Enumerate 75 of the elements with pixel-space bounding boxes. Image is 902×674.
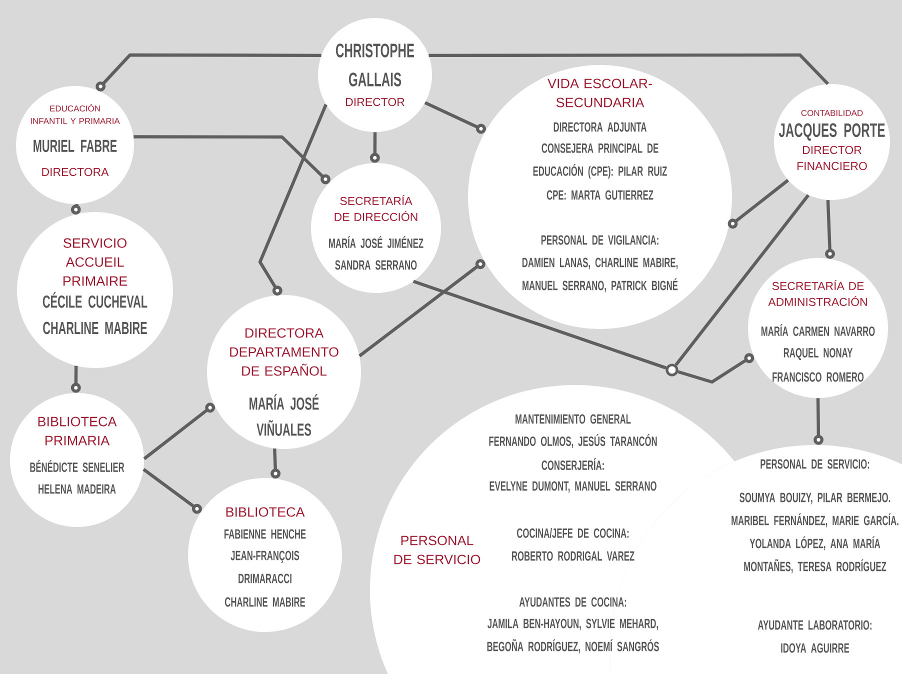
org-circle <box>318 18 432 132</box>
name-text: HELENA MADEIRA <box>38 484 116 494</box>
connector-line <box>134 135 331 184</box>
name-text: CHRISTOPHE GALLAIS <box>336 44 414 86</box>
org-circle <box>311 163 441 293</box>
name-text: CÉCILE CUCHEVAL <box>42 292 148 308</box>
org-circle <box>207 295 361 449</box>
org-circle <box>17 212 173 368</box>
heading-text: BIBLIOTECA <box>226 507 305 517</box>
name-text: MANTENIMIENTO GENERAL <box>516 414 631 424</box>
connector-line <box>142 468 202 514</box>
connector-line <box>143 402 216 460</box>
connector-line <box>825 200 835 259</box>
name-text: MURIEL FABRE <box>34 140 117 152</box>
name-text: JAMILA BEN-HAYOUN, SYLVIE MEHARD, BEGOÑA RODRÍGUEZ, NOEMÍ SANGRÓS <box>487 618 659 654</box>
connector-line <box>674 194 810 366</box>
heading-text: DIRECTORA DEPARTAMENTO DE ESPAÑOL <box>230 328 338 376</box>
name-text: BÉNÉDICTE SENELIER <box>30 460 124 472</box>
name-text: CONSERJERÍA: <box>542 458 604 470</box>
name-text: FRANCISCO ROMERO <box>772 372 864 382</box>
connector-line <box>358 259 486 358</box>
name-text: MARÍA JOSÉ VIÑUALES <box>250 394 319 436</box>
heading-text: CONTABILIDAD <box>801 110 863 116</box>
name-text: PERSONAL DE SERVICIO: <box>760 459 870 469</box>
name-text: IDOYA AGUIRRE <box>781 643 850 653</box>
name-text: DAMIEN LANAS, CHARLINE MABIRE, MANUEL SERRANO, PATRICK BIGNÉ <box>522 258 678 292</box>
name-text: AYUDANTE LABORATORIO: <box>758 620 872 630</box>
name-text: PERSONAL DE VIGILANCIA: <box>541 235 658 245</box>
heading-text: SERVICIO ACCUEIL PRIMAIRE <box>63 238 128 286</box>
connector-line <box>70 204 81 215</box>
name-text: EVELYNE DUMONT, MANUEL SERRANO <box>490 481 656 493</box>
name-text: MARÍA JOSÉ JIMÉNEZ <box>329 236 424 248</box>
heading-text: SECRETARÍA DE ADMINISTRACIÓN <box>768 280 867 306</box>
name-text: JACQUES PORTE <box>778 123 885 141</box>
name-text: FABIENNE HENCHE <box>224 529 306 539</box>
name-text: CPE: MARTA GUTIERREZ <box>546 190 654 200</box>
name-text: CHARLINE MABIRE <box>43 322 147 334</box>
connector-line <box>814 398 824 445</box>
heading-text: EDUCACIÓN INFANTIL Y PRIMARIA <box>30 104 120 124</box>
name-text: JEAN-FRANÇOIS DRIMARACCI <box>230 550 300 584</box>
name-text: FERNANDO OLMOS, JESÚS TARANCÓN <box>489 434 657 448</box>
org-circle <box>468 65 732 329</box>
heading-text: SECRETARÍA DE DIRECCIÓN <box>334 194 418 222</box>
heading-text: VIDA ESCOLAR-SECUNDARIA <box>548 78 652 108</box>
connector-line <box>70 366 81 393</box>
connector-line <box>428 53 830 86</box>
connector-line <box>678 353 754 384</box>
name-text: AYUDANTES DE COCINA: <box>519 597 626 607</box>
connector-line <box>258 104 328 296</box>
name-text: DIRECTORA ADJUNTA <box>554 122 647 132</box>
name-text: CHARLINE MABIRE <box>224 597 306 607</box>
org-circle <box>16 86 134 204</box>
connector-line <box>96 53 322 92</box>
junction-ring <box>666 364 678 376</box>
heading-text: PERSONAL DE SERVICIO <box>394 536 480 564</box>
connector-line <box>412 280 667 370</box>
name-text: MARÍA CARMEN NAVARRO <box>761 324 875 336</box>
name-text: SANDRA SERRANO <box>335 260 417 270</box>
heading-text: DIRECTOR <box>346 98 404 106</box>
name-text: ROBERTO RODRIGAL VAREZ <box>512 551 634 561</box>
name-text: CONSEJERA PRINCIPAL DE EDUCACIÓN (CPE): PILAR RUIZ <box>533 143 667 179</box>
heading-text: DIRECTOR FINANCIERO <box>797 146 867 170</box>
org-circle <box>774 84 890 200</box>
org-circle <box>188 478 342 632</box>
heading-text: BIBLIOTECA PRIMARIA <box>38 416 117 446</box>
connector-line <box>370 132 380 163</box>
org-circle <box>10 393 144 527</box>
heading-text: DIRECTORA <box>42 168 109 176</box>
name-text: RAQUEL NONAY <box>784 348 853 360</box>
connector-line <box>424 101 486 134</box>
org-circle <box>748 258 888 398</box>
connector-line <box>728 178 790 229</box>
name-text: COCINA/JEFE DE COCINA: <box>517 528 629 538</box>
connector-line <box>270 448 281 479</box>
name-text: SOUMYA BOUIZY, PILAR BERMEJO. MARIBEL FERNÁNDEZ, MARIE GARCÍA. YOLANDA LÓPEZ, ANA MARÍA MONTAÑES, TERESA RODRÍGUEZ <box>732 492 898 574</box>
